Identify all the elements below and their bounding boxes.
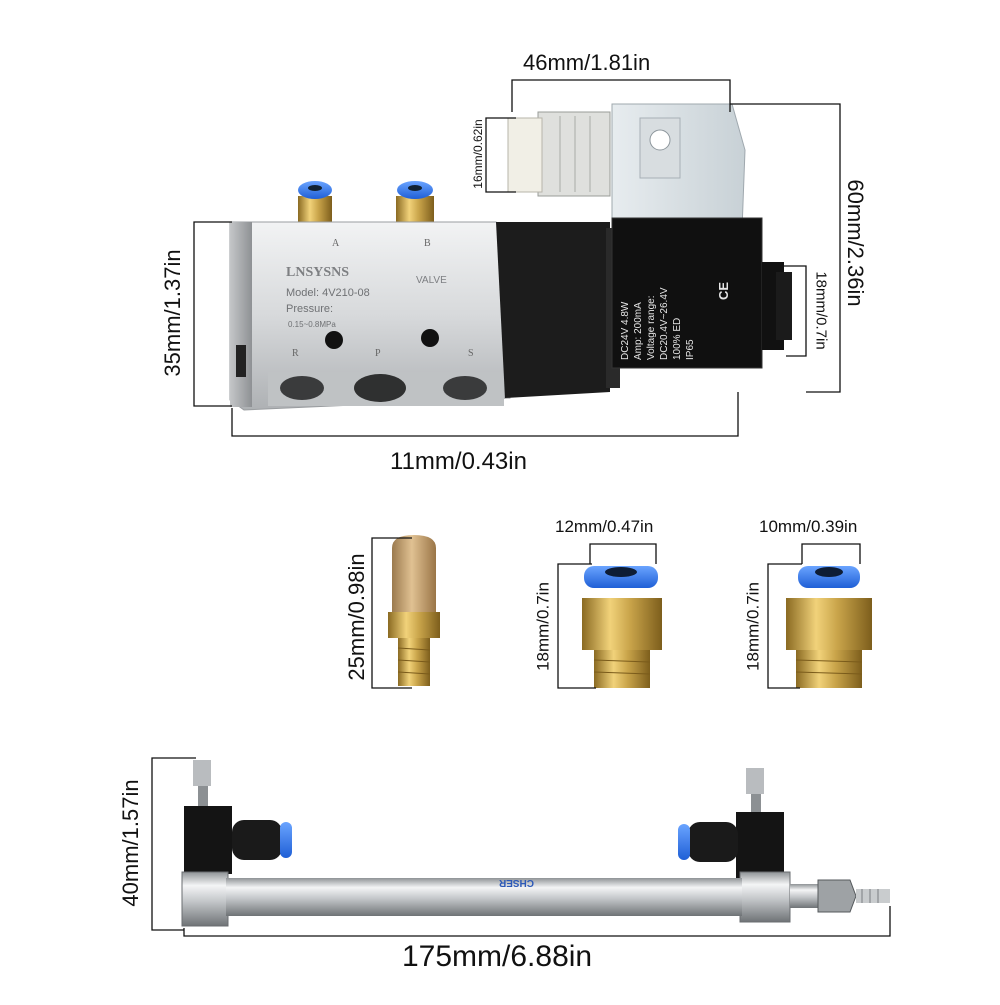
solenoid-valve — [229, 103, 792, 411]
body-height-dimension: 35mm/1.37in — [160, 249, 185, 377]
coil-line6: IP65 — [685, 339, 696, 360]
fitting-a-top-dimension: 12mm/0.47in — [555, 517, 654, 536]
air-cylinder — [181, 760, 890, 927]
top-fitting-a — [298, 181, 332, 222]
coil-line5: 100% ED — [672, 318, 683, 360]
valve-tag: VALVE — [416, 275, 447, 286]
push-fitting-b — [786, 566, 872, 688]
ce-mark: CE — [716, 282, 731, 300]
fitting-a-height-dimension: 18mm/0.7in — [533, 582, 553, 671]
coil-line1: DC24V 4.8W — [620, 301, 631, 360]
push-fitting-a — [582, 566, 662, 688]
port-a-label: A — [332, 238, 340, 249]
coil-line4: DC20.4V~26.4V — [659, 287, 670, 360]
port-b-label: B — [424, 238, 431, 249]
port-r-label: R — [292, 348, 299, 359]
pressure-value: 0.15~0.8MPa — [288, 320, 336, 329]
cylinder-height-dimension: 40mm/1.57in — [118, 779, 143, 907]
valve-height-dimension: 60mm/2.36in — [843, 179, 868, 307]
coil-line3: Voltage range: — [646, 296, 657, 361]
port-p-label: P — [375, 348, 381, 359]
plug-dimension: 18mm/0.7in — [812, 271, 830, 350]
port-s-label: S — [468, 348, 474, 359]
brand-label: LNSYSNS — [286, 265, 349, 280]
valve-length-dimension: 11mm/0.43in — [390, 448, 527, 475]
muffler-length-dimension: 25mm/0.98in — [344, 553, 369, 681]
coil-width-dimension: 46mm/1.81in — [523, 50, 651, 75]
top-fitting-b — [396, 181, 434, 222]
muffler — [388, 535, 440, 686]
connector-dimension: 16mm/0.62in — [471, 119, 485, 189]
fitting-b-height-dimension: 18mm/0.7in — [743, 582, 763, 671]
model-label: Model: 4V210-08 — [286, 287, 370, 299]
coil-label: DC24V 4.8W Amp: 200mA Voltage range: DC2… — [620, 282, 731, 360]
fitting-b-top-dimension: 10mm/0.39in — [759, 517, 858, 536]
dimension-lines — [151, 79, 891, 937]
pressure-label: Pressure: — [286, 303, 333, 315]
coil-line2: Amp: 200mA — [633, 302, 644, 360]
cylinder-brand: CHSER — [498, 877, 534, 888]
cylinder-length-dimension: 175mm/6.88in — [402, 940, 593, 973]
